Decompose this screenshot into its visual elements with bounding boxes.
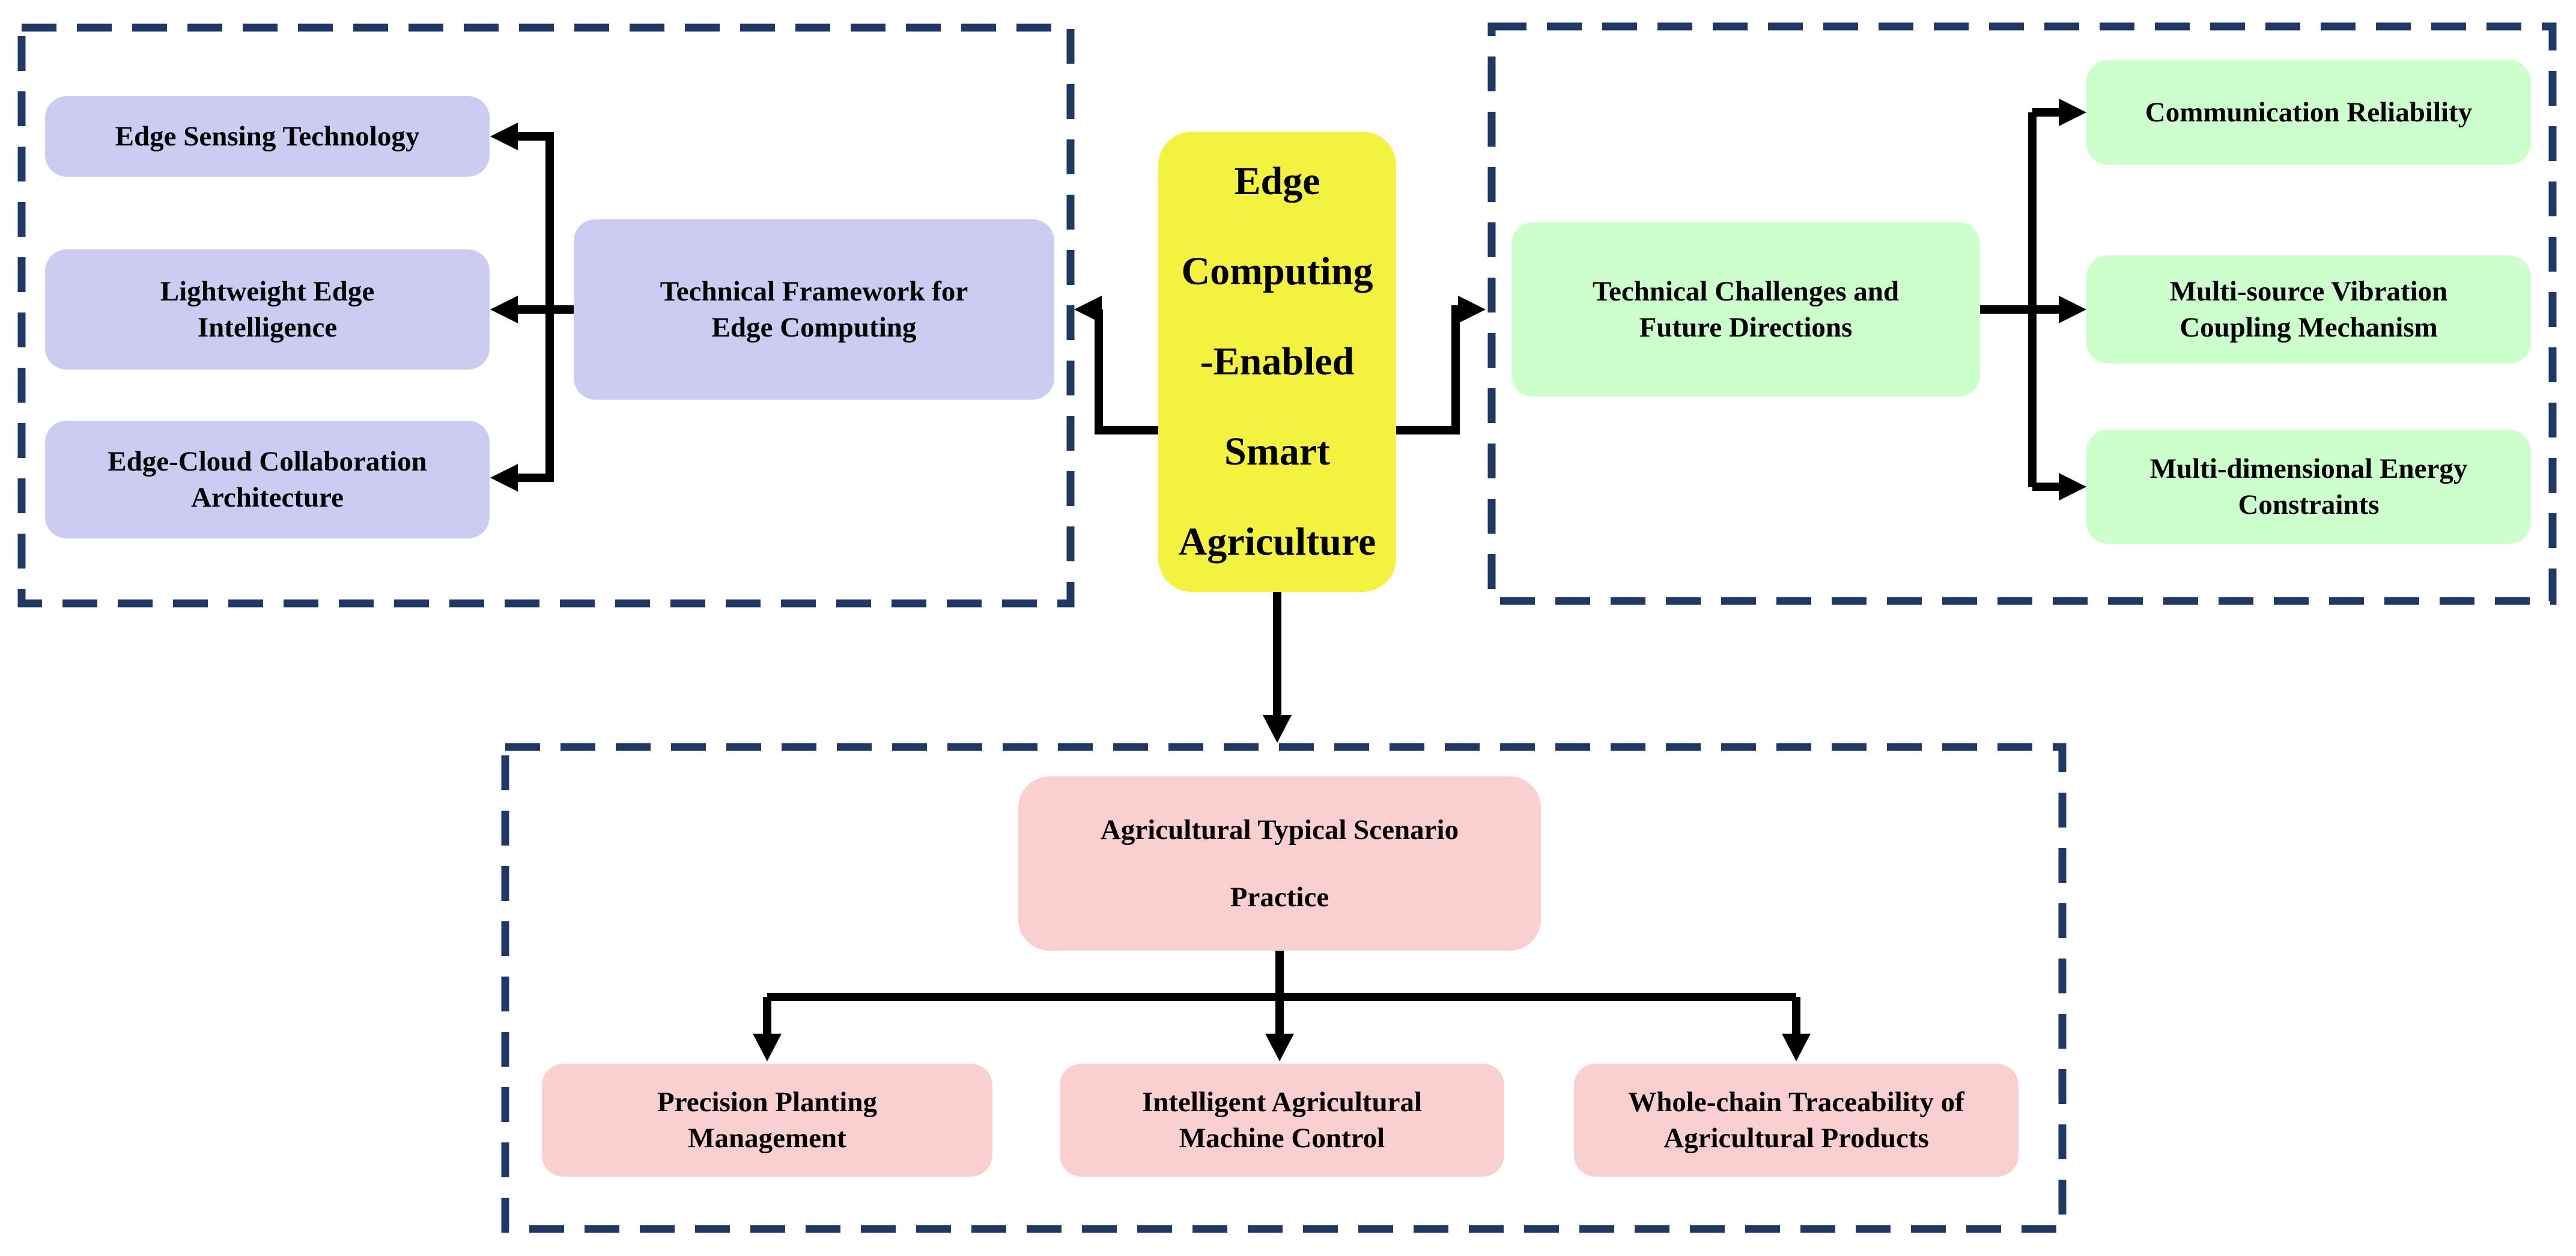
node-communication-reliability: Communication Reliability <box>2086 60 2531 165</box>
bottom-distributor-connector <box>763 951 1800 1035</box>
node-precision-planting: Precision Planting Management <box>542 1064 992 1177</box>
right-trunk-connector <box>1980 108 2059 491</box>
right-panel-border <box>1487 22 2557 605</box>
arrowhead-left-panel <box>1074 296 1102 323</box>
node-technical-framework-hub: Technical Framework for Edge Computing <box>574 219 1054 400</box>
arrowhead-communication-reliability <box>2059 99 2086 126</box>
center-to-right-connector <box>1396 305 1460 434</box>
node-edge-cloud-collaboration: Edge-Cloud Collaboration Architecture <box>45 421 490 538</box>
node-edge-sensing-technology: Edge Sensing Technology <box>45 96 490 177</box>
arrowhead-precision-planting <box>753 1034 782 1061</box>
center-to-left-connector <box>1095 305 1158 434</box>
center-line: Smart <box>1224 430 1330 474</box>
center-line: Edge <box>1234 159 1320 203</box>
node-lightweight-edge-intelligence: Lightweight Edge Intelligence <box>45 249 490 370</box>
arrowhead-lightweight-edge <box>490 296 518 323</box>
arrowhead-right-panel <box>1458 296 1486 323</box>
arrowhead-multi-source-vibration <box>2059 296 2086 323</box>
arrowhead-bottom-panel <box>1263 715 1292 743</box>
center-line: Agriculture <box>1178 520 1376 564</box>
center-line: -Enabled <box>1200 340 1355 383</box>
node-center-edge-computing: Edge Computing -Enabled Smart Agricultur… <box>1158 132 1396 592</box>
node-agricultural-scenario-hub: Agricultural Typical Scenario Practice <box>1018 776 1541 951</box>
arrowhead-whole-chain <box>1782 1034 1811 1061</box>
arrowhead-multi-dimensional-energy <box>2059 473 2086 501</box>
node-intelligent-machine-control: Intelligent Agricultural Machine Control <box>1060 1064 1504 1177</box>
center-line: Computing <box>1181 249 1373 293</box>
left-panel-border <box>17 23 1075 608</box>
node-whole-chain-traceability: Whole-chain Traceability of Agricultural… <box>1574 1064 2019 1177</box>
node-multi-source-vibration: Multi-source Vibration Coupling Mechanis… <box>2086 255 2531 364</box>
bottom-panel-border <box>501 743 2067 1233</box>
node-multi-dimensional-energy: Multi-dimensional Energy Constraints <box>2086 430 2531 544</box>
node-technical-challenges-hub: Technical Challenges and Future Directio… <box>1511 222 1980 397</box>
left-trunk-connector <box>517 132 574 482</box>
arrowhead-edge-sensing <box>490 123 518 150</box>
arrowhead-intelligent-machine <box>1265 1034 1294 1061</box>
arrowhead-edge-cloud <box>490 464 518 492</box>
